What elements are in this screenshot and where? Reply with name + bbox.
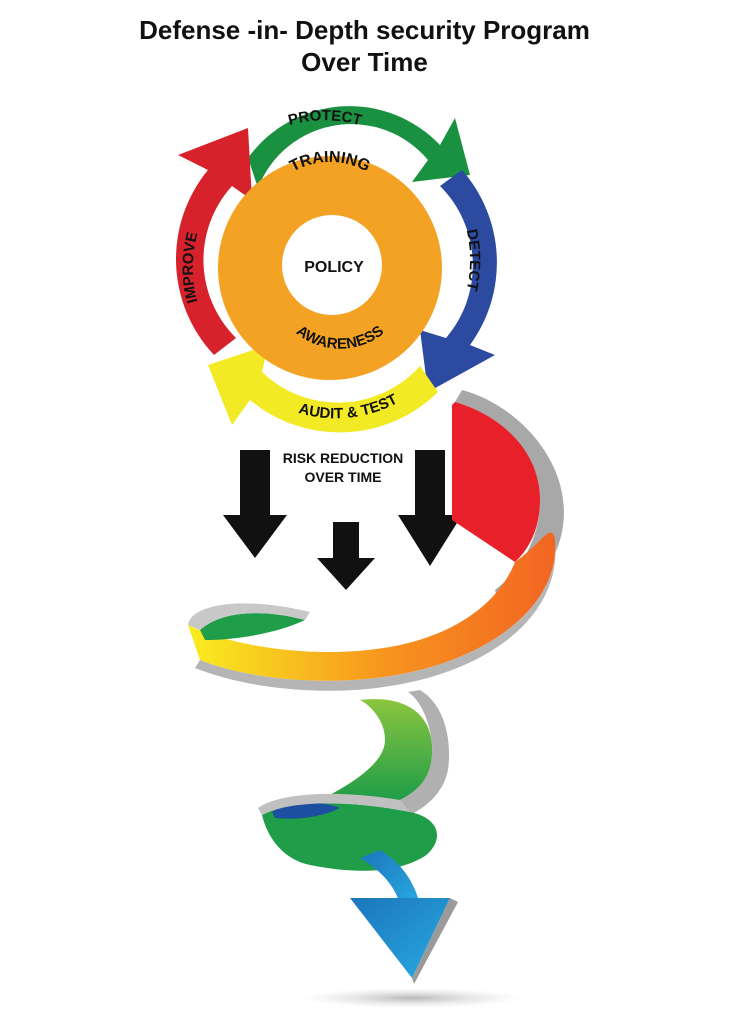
over-time-label: OVER TIME: [304, 469, 381, 485]
down-arrow-left: [223, 450, 287, 558]
security-cycle: POLICY TRAINING AWARENESS PROTECT AUDIT …: [176, 106, 497, 432]
ground-shadow: [302, 988, 522, 1008]
spiral-light-green-band: [320, 699, 432, 800]
risk-reduction-label: RISK REDUCTION: [283, 450, 404, 466]
down-arrow-middle: [317, 522, 375, 590]
spiral-red-band: [452, 402, 540, 562]
policy-label: POLICY: [304, 259, 364, 276]
